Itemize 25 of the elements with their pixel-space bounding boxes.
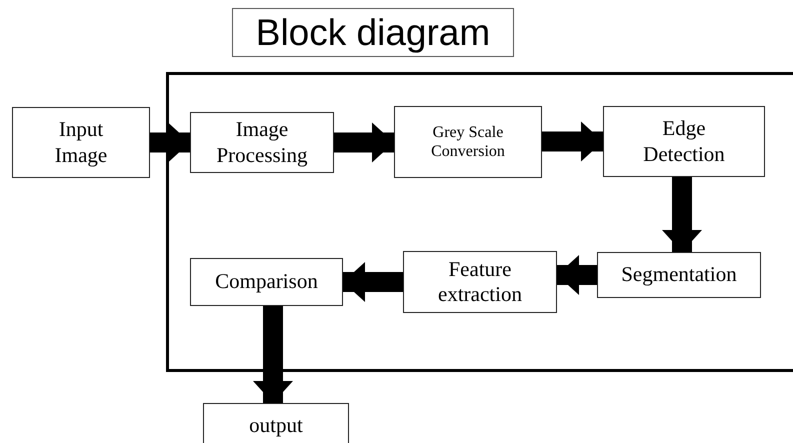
block-arrow: [253, 306, 293, 403]
box-label: Edge Detection: [642, 116, 726, 167]
frame-box: [166, 72, 793, 372]
box-label: Input Image: [54, 117, 108, 168]
block-arrow: [150, 122, 190, 162]
process-box: [597, 252, 761, 298]
process-box: [203, 403, 349, 443]
box-label: Image Processing: [216, 117, 308, 168]
process-box: [190, 258, 343, 306]
box-label: Feature extraction: [437, 256, 523, 308]
process-box: [403, 251, 557, 313]
box-label: output: [249, 412, 303, 438]
process-box: [12, 107, 150, 178]
block-arrow: [542, 122, 603, 162]
block-arrow: [334, 122, 394, 162]
block-arrow: [557, 255, 597, 295]
process-box: [603, 106, 765, 177]
box-label: Grey Scale Conversion: [430, 122, 506, 162]
title: Block diagram: [232, 8, 514, 57]
process-box: [190, 112, 334, 173]
block-arrow: [662, 177, 702, 252]
block-arrow: [343, 262, 403, 302]
process-box: [394, 106, 542, 178]
box-label: Segmentation: [621, 262, 737, 288]
box-label: Comparison: [215, 269, 318, 295]
